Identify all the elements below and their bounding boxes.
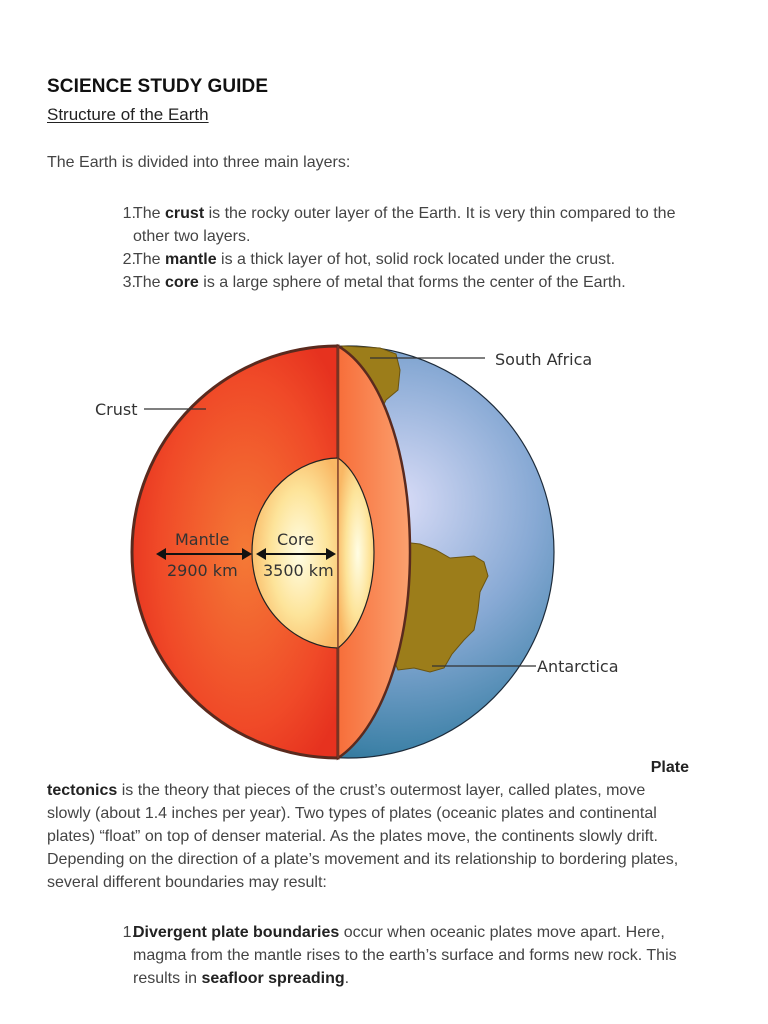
intro-text: The Earth is divided into three main lay… [47, 154, 351, 171]
list-item-divergent-boundaries: 1. Divergent plate boundaries occur when… [110, 921, 730, 991]
mantle-label: Mantle [175, 530, 229, 549]
page-subtitle: Structure of the Earth [47, 105, 209, 124]
core-arrow [256, 548, 336, 560]
earth-diagram-svg: Crust South Africa Antarctica Mantle 290… [95, 343, 619, 761]
list-text-continuation: other two layers. [133, 228, 251, 245]
list-text-post: is a thick layer of hot, solid rock loca… [216, 251, 616, 268]
list-number: 1. [122, 924, 136, 941]
paragraph-line: several different boundaries may result: [47, 874, 327, 891]
paragraph-line: Depending on the direction of a plate’s … [47, 851, 679, 868]
south-africa-label: South Africa [495, 350, 592, 369]
mantle-depth-label: 2900 km [167, 561, 238, 580]
list-item-core: 3. The core is a large sphere of metal t… [110, 271, 730, 294]
plate-tectonics-paragraph: Plate tectonics is the theory that piece… [47, 756, 727, 894]
crust-label: Crust [95, 400, 138, 419]
list-text-continuation: magma from the mantle rises to the earth… [133, 947, 677, 964]
list-text-post: occur when oceanic plates move apart. He… [339, 924, 665, 941]
list-text-pre: The [133, 205, 166, 222]
core-depth-label: 3500 km [263, 561, 334, 580]
list-text-post: . [344, 970, 350, 987]
list-number: 3. [122, 274, 136, 291]
list-item-crust: 1. The crust is the rocky outer layer of… [110, 202, 730, 248]
paragraph-line: Plate [47, 756, 727, 779]
term-plate: Plate [650, 759, 689, 776]
list-text-pre: The [133, 251, 166, 268]
term-crust: crust [165, 205, 205, 222]
list-number: 2. [122, 251, 136, 268]
list-text-pre: The [133, 274, 166, 291]
term-core: core [165, 274, 199, 291]
paragraph-line: slowly (about 1.4 inches per year). Two … [47, 805, 657, 822]
list-text-post: is the rocky outer layer of the Earth. I… [204, 205, 676, 222]
page-title: SCIENCE STUDY GUIDE [47, 76, 269, 97]
core-cut-face [337, 456, 375, 650]
list-item-mantle: 2. The mantle is a thick layer of hot, s… [110, 248, 730, 271]
mantle-arrow [156, 548, 252, 560]
mantle-layer [130, 344, 340, 760]
paragraph-text: is the theory that pieces of the crust’s… [117, 782, 646, 799]
antarctica-label: Antarctica [537, 657, 619, 676]
core-label: Core [277, 530, 314, 549]
term-divergent-plate-boundaries: Divergent plate boundaries [133, 924, 340, 941]
paragraph-line: plates) “float” on top of denser materia… [47, 828, 658, 845]
list-text-pre: results in [133, 970, 202, 987]
term-mantle: mantle [165, 251, 217, 268]
term-tectonics: tectonics [47, 782, 118, 799]
term-seafloor-spreading: seafloor spreading [201, 970, 345, 987]
list-number: 1. [122, 205, 136, 222]
paragraph-line: tectonics is the theory that pieces of t… [47, 779, 727, 802]
earth-layers-diagram: Crust South Africa Antarctica Mantle 290… [80, 330, 640, 770]
list-text-post: is a large sphere of metal that forms th… [198, 274, 626, 291]
